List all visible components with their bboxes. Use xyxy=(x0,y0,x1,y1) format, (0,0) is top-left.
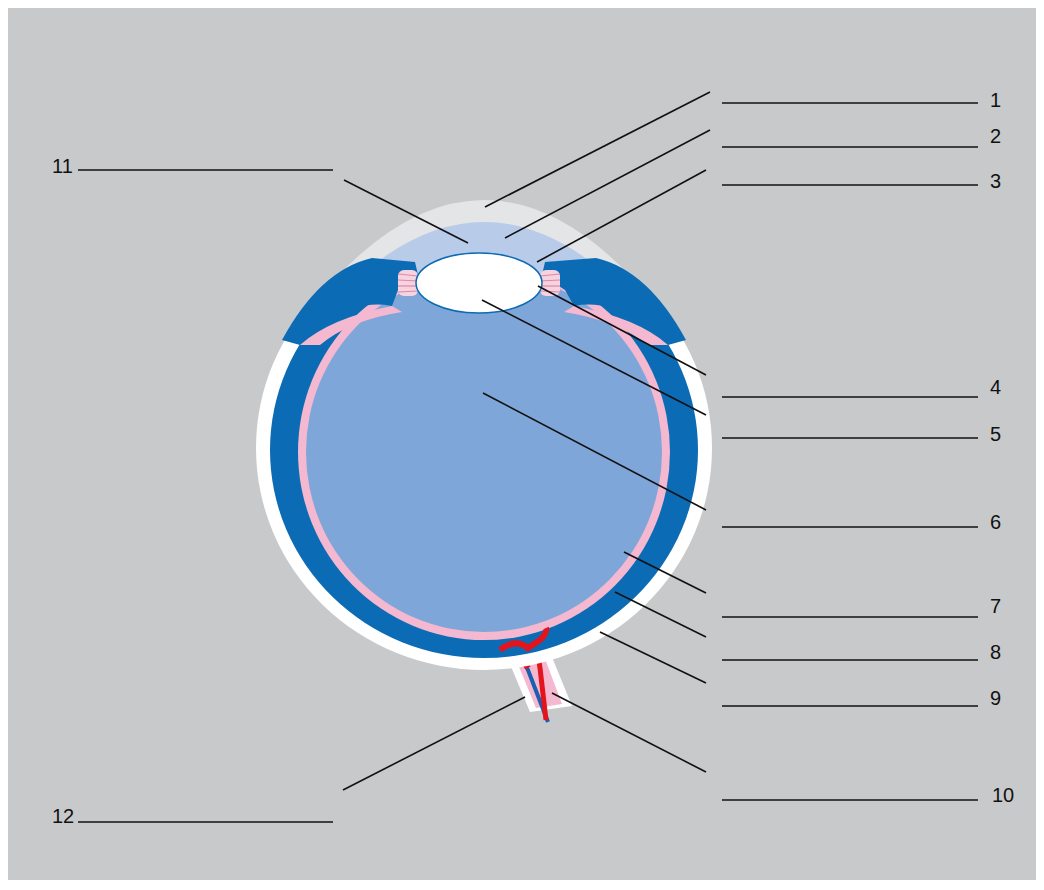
ciliary-body-left xyxy=(282,258,418,345)
callout-number: 7 xyxy=(990,594,1001,618)
callout-number: 5 xyxy=(990,422,1001,446)
callout-number: 10 xyxy=(992,783,1014,807)
sclera xyxy=(256,283,712,670)
lens xyxy=(416,253,542,313)
callout-number: 2 xyxy=(990,124,1001,148)
callout-number: 12 xyxy=(52,804,74,828)
background-panel xyxy=(8,8,1036,880)
callout-number: 3 xyxy=(990,169,1001,193)
retinal-vessels xyxy=(500,628,546,650)
retina-edge-right xyxy=(564,306,668,345)
callout-number: 11 xyxy=(52,154,73,178)
leader-lines xyxy=(78,92,978,822)
callout-number: 9 xyxy=(990,686,1001,710)
callout-number: 6 xyxy=(990,510,1001,534)
callout-number: 8 xyxy=(990,640,1001,664)
ciliary-body-right xyxy=(542,258,686,345)
callout-number: 1 xyxy=(990,88,1001,112)
callout-number: 4 xyxy=(990,375,1001,399)
vitreous-body xyxy=(306,283,662,632)
retina-edge-left xyxy=(300,306,402,345)
